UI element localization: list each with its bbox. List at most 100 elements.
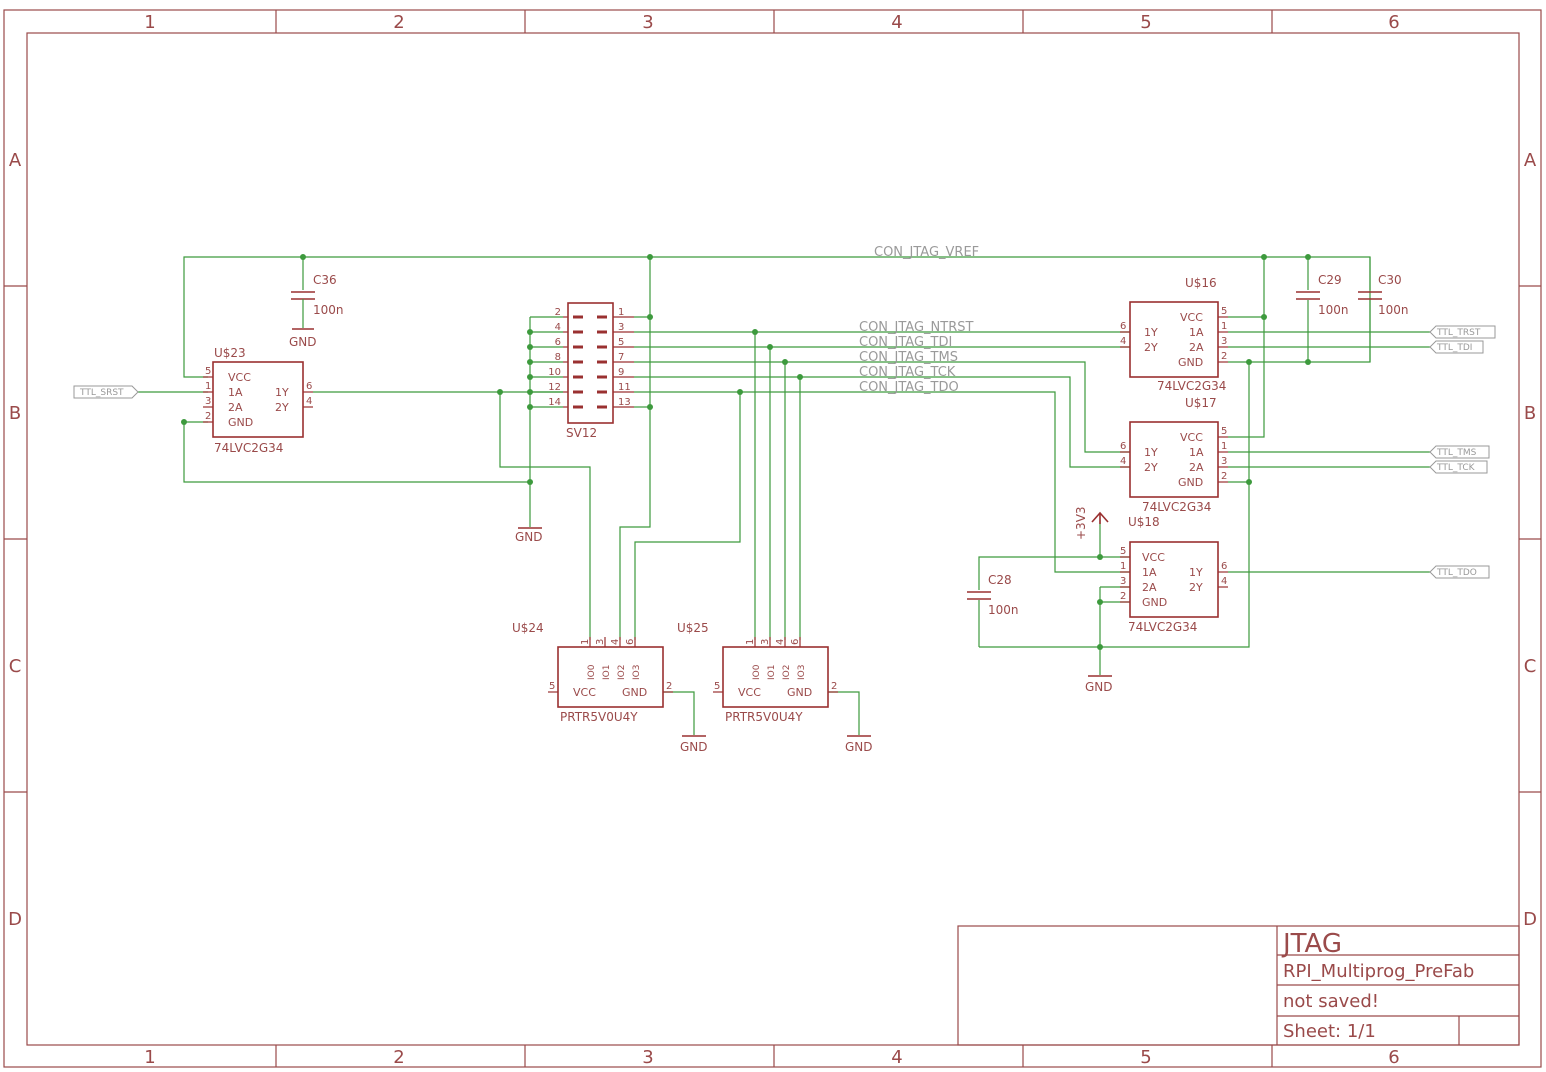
row-label-a: A bbox=[9, 150, 22, 171]
u24-pin-io2: IO2 bbox=[617, 665, 627, 680]
u16-pin-vcc: VCC bbox=[1180, 311, 1203, 324]
protector-u24 bbox=[548, 637, 673, 708]
u17-pin-2y: 2Y bbox=[1144, 461, 1158, 474]
u25-pinnum-2: 2 bbox=[831, 681, 837, 692]
row-label-d-right: D bbox=[1523, 909, 1537, 930]
port-ttl-tms: TTL_TMS bbox=[1429, 445, 1490, 459]
u23-name: U$23 bbox=[214, 346, 246, 360]
u17-value: 74LVC2G34 bbox=[1142, 500, 1211, 514]
sv12-pin-10: 10 bbox=[548, 367, 561, 378]
title-block-drawing: RPI_Multiprog_PreFab bbox=[1283, 961, 1474, 982]
port-ttl-tdi-label: TTL_TDI bbox=[1436, 343, 1472, 353]
u24-pinnum-6: 6 bbox=[625, 639, 636, 645]
u23-pinnum-3: 3 bbox=[205, 396, 211, 407]
port-ttl-tck-label: TTL_TCK bbox=[1436, 463, 1476, 473]
u18-pin-1y: 1Y bbox=[1189, 566, 1203, 579]
u18-pinnum-4: 4 bbox=[1221, 576, 1227, 587]
u25-pinnum-3: 3 bbox=[760, 639, 771, 645]
capacitor-c36 bbox=[291, 291, 315, 330]
sv12-pin-1: 1 bbox=[618, 307, 624, 318]
u25-pin-gnd: GND bbox=[787, 686, 812, 699]
u17-name: U$17 bbox=[1185, 396, 1217, 410]
net-label-tck: CON_JTAG_TCK bbox=[859, 365, 956, 380]
drawing-frame bbox=[3, 9, 1542, 1068]
u24-pin-gnd: GND bbox=[622, 686, 647, 699]
u16-value: 74LVC2G34 bbox=[1157, 379, 1226, 393]
u23-pin-2y: 2Y bbox=[275, 401, 289, 414]
u17-pin-gnd: GND bbox=[1178, 476, 1203, 489]
title-block-status: not saved! bbox=[1283, 991, 1379, 1012]
u24-pin-io1: IO1 bbox=[602, 665, 612, 680]
gate-u18 bbox=[1120, 541, 1228, 618]
u16-name: U$16 bbox=[1185, 276, 1217, 290]
sv12-pin-9: 9 bbox=[618, 367, 624, 378]
u16-pinnum-4: 4 bbox=[1120, 336, 1126, 347]
row-label-a-right: A bbox=[1524, 150, 1537, 171]
col-label-3-bottom: 3 bbox=[642, 1047, 653, 1068]
u17-pin-1y: 1Y bbox=[1144, 446, 1158, 459]
u25-pin-io1: IO1 bbox=[767, 665, 777, 680]
u24-pin-io0: IO0 bbox=[587, 664, 597, 680]
u23-pin-1y: 1Y bbox=[275, 386, 289, 399]
u18-pinnum-2: 2 bbox=[1120, 591, 1126, 602]
row-label-b: B bbox=[9, 403, 21, 424]
u17-pinnum-5: 5 bbox=[1221, 426, 1227, 437]
u24-pinnum-2: 2 bbox=[666, 681, 672, 692]
header-sv12 bbox=[563, 302, 634, 424]
title-block-title: JTAG bbox=[1281, 929, 1342, 959]
c29-name: C29 bbox=[1318, 273, 1342, 287]
sv12-pin-8: 8 bbox=[555, 352, 561, 363]
c28-name: C28 bbox=[988, 573, 1012, 587]
c28-value: 100n bbox=[988, 603, 1019, 617]
sv12-pin-11: 11 bbox=[618, 382, 631, 393]
row-label-c-right: C bbox=[1524, 656, 1537, 677]
c30-name: C30 bbox=[1378, 273, 1402, 287]
u18-pin-1a: 1A bbox=[1142, 566, 1157, 579]
gate-u23 bbox=[203, 361, 313, 438]
u17-pinnum-3: 3 bbox=[1221, 456, 1227, 467]
col-label-5: 5 bbox=[1140, 12, 1151, 33]
u23-pin-2a: 2A bbox=[228, 401, 243, 414]
u23-pinnum-4: 4 bbox=[306, 396, 312, 407]
sv12-pin-3: 3 bbox=[618, 322, 624, 333]
u23-pin-vcc: VCC bbox=[228, 371, 251, 384]
sv12-pin-13: 13 bbox=[618, 397, 631, 408]
u25-name: U$25 bbox=[677, 621, 709, 635]
port-ttl-trst: TTL_TRST bbox=[1429, 325, 1496, 339]
gate-u16 bbox=[1120, 301, 1228, 378]
u16-pin-1a: 1A bbox=[1189, 326, 1204, 339]
port-ttl-srst-label: TTL_SRST bbox=[79, 388, 124, 398]
port-ttl-tck: TTL_TCK bbox=[1429, 460, 1488, 474]
c30-value: 100n bbox=[1378, 303, 1409, 317]
capacitor-c29 bbox=[1296, 291, 1320, 300]
u16-pinnum-3: 3 bbox=[1221, 336, 1227, 347]
col-label-1-bottom: 1 bbox=[144, 1047, 155, 1068]
title-block bbox=[957, 925, 1520, 1046]
u16-pinnum-2: 2 bbox=[1221, 351, 1227, 362]
u17-pin-vcc: VCC bbox=[1180, 431, 1203, 444]
u18-pinnum-3: 3 bbox=[1120, 576, 1126, 587]
u24-value: PRTR5V0U4Y bbox=[560, 710, 638, 724]
u16-pin-2a: 2A bbox=[1189, 341, 1204, 354]
port-ttl-trst-label: TTL_TRST bbox=[1436, 328, 1481, 338]
sv12-pin-6: 6 bbox=[555, 337, 561, 348]
u25-pinnum-4: 4 bbox=[775, 639, 786, 645]
u25-pinnum-5: 5 bbox=[714, 681, 720, 692]
u16-pinnum-6: 6 bbox=[1120, 321, 1126, 332]
net-label-vref: CON_JTAG_VREF bbox=[874, 245, 979, 260]
row-label-d: D bbox=[8, 909, 22, 930]
u18-pin-2a: 2A bbox=[1142, 581, 1157, 594]
protector-u25 bbox=[713, 637, 838, 708]
u17-pin-2a: 2A bbox=[1189, 461, 1204, 474]
u17-pinnum-1: 1 bbox=[1221, 441, 1227, 452]
u17-pinnum-2: 2 bbox=[1221, 471, 1227, 482]
port-ttl-tdi: TTL_TDI bbox=[1429, 340, 1484, 354]
gnd-label-header: GND bbox=[515, 530, 543, 544]
gate-u17 bbox=[1120, 421, 1228, 498]
u24-pin-vcc: VCC bbox=[573, 686, 596, 699]
u25-pin-io0: IO0 bbox=[752, 664, 762, 680]
u23-pinnum-2: 2 bbox=[205, 411, 211, 422]
net-label-ntrst: CON_JTAG_NTRST bbox=[859, 320, 973, 335]
gnd-label-u25: GND bbox=[845, 740, 873, 754]
